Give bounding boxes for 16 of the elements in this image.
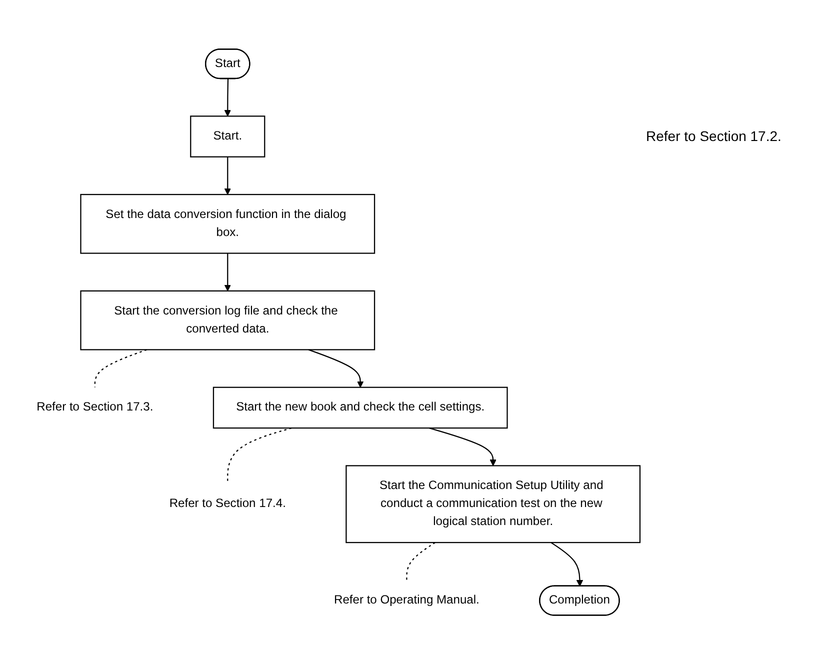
node-text: Refer to Operating Manual. [334, 594, 480, 607]
node-box: Start the Communication Setup Utility and conduct a communication test on the new logical station number. [346, 465, 641, 544]
node-box: Set the data conversion function in the dialog box. [80, 194, 376, 254]
arrow [224, 78, 231, 116]
node-box: Start the new book and check the cell settings. [212, 386, 508, 429]
arrow [308, 349, 364, 388]
connector [406, 542, 436, 580]
node-box: Start. [190, 116, 266, 158]
node-text: Refer to Section 17.4. [169, 497, 286, 510]
node-text: Refer to Section 17.3. [36, 400, 154, 414]
arrow [550, 542, 584, 587]
arrow [429, 427, 496, 466]
arrow [224, 156, 231, 195]
reference-note: Refer to Section 17.2. [646, 128, 782, 144]
arrow [224, 253, 231, 292]
node-box: Start the conversion log file and check the converted data. [80, 290, 376, 350]
